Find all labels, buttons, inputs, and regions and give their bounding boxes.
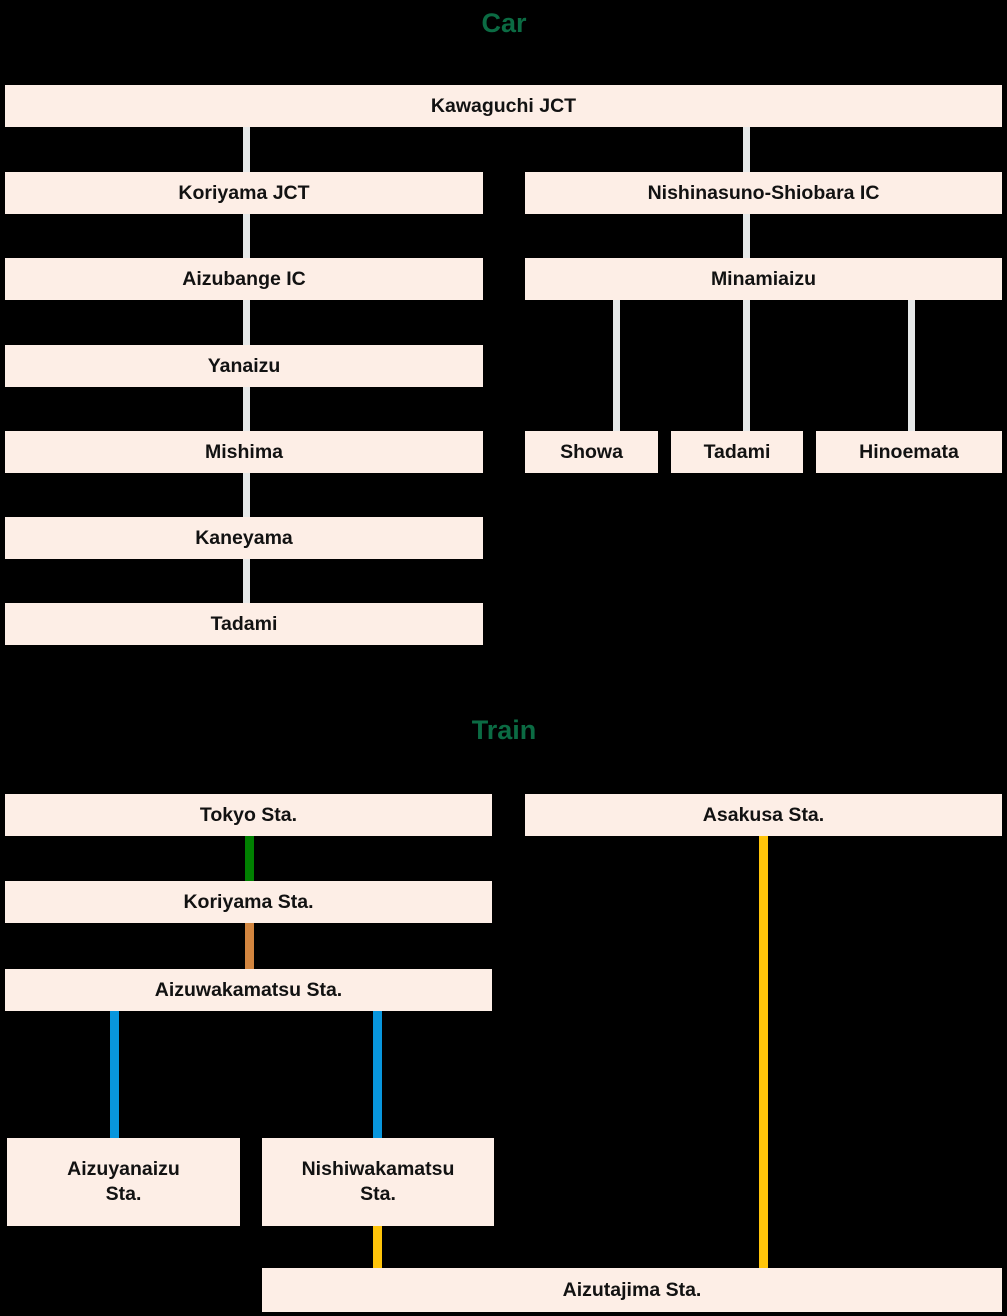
connector-koriyama-to-aizuwakamatsu — [245, 923, 254, 969]
node-aizuwakamatsu-sta[interactable]: Aizuwakamatsu Sta. — [5, 969, 492, 1011]
node-kawaguchi-jct[interactable]: Kawaguchi JCT — [5, 85, 1002, 127]
connector-mishima-to-kaneyama — [243, 473, 250, 517]
connector-minamiaizu-to-showa — [613, 300, 620, 431]
node-nishinasuno-shiobara-ic[interactable]: Nishinasuno-Shiobara IC — [525, 172, 1002, 214]
connector-koriyama-to-aizubange — [243, 214, 250, 258]
node-kaneyama[interactable]: Kaneyama — [5, 517, 483, 559]
connector-nishinasuno-to-minamiaizu — [743, 214, 750, 258]
connector-kawaguchi-to-nishinasuno — [743, 127, 750, 172]
node-tadami-car-left[interactable]: Tadami — [5, 603, 483, 645]
connector-tokyo-to-koriyama — [245, 836, 254, 881]
connector-aizubange-to-yanaizu — [243, 300, 250, 345]
connector-kawaguchi-to-koriyama — [243, 127, 250, 172]
node-aizubange-ic[interactable]: Aizubange IC — [5, 258, 483, 300]
connector-aizuwakamatsu-to-nishiwakamatsu — [373, 1011, 382, 1138]
node-koriyama-sta[interactable]: Koriyama Sta. — [5, 881, 492, 923]
node-showa[interactable]: Showa — [525, 431, 658, 473]
node-nishiwakamatsu-sta[interactable]: Nishiwakamatsu Sta. — [262, 1138, 494, 1226]
section-title-car: Car — [481, 8, 527, 38]
node-mishima[interactable]: Mishima — [5, 431, 483, 473]
node-hinoemata[interactable]: Hinoemata — [816, 431, 1002, 473]
connector-aizuwakamatsu-to-aizuyanaizu — [110, 1011, 119, 1138]
connector-nishiwakamatsu-to-aizutajima — [373, 1226, 382, 1268]
node-minamiaizu[interactable]: Minamiaizu — [525, 258, 1002, 300]
connector-asakusa-to-aizutajima — [759, 836, 768, 1268]
node-koriyama-jct[interactable]: Koriyama JCT — [5, 172, 483, 214]
node-asakusa-sta[interactable]: Asakusa Sta. — [525, 794, 1002, 836]
connector-minamiaizu-to-hinoemata — [908, 300, 915, 431]
connector-minamiaizu-to-tadami — [743, 300, 750, 431]
node-tadami-car-right[interactable]: Tadami — [671, 431, 803, 473]
node-yanaizu[interactable]: Yanaizu — [5, 345, 483, 387]
connector-yanaizu-to-mishima — [243, 387, 250, 431]
node-aizuyanaizu-sta[interactable]: Aizuyanaizu Sta. — [7, 1138, 240, 1226]
node-aizutajima-sta[interactable]: Aizutajima Sta. — [262, 1268, 1002, 1312]
connector-kaneyama-to-tadami — [243, 559, 250, 603]
node-tokyo-sta[interactable]: Tokyo Sta. — [5, 794, 492, 836]
section-title-train: Train — [471, 715, 537, 745]
